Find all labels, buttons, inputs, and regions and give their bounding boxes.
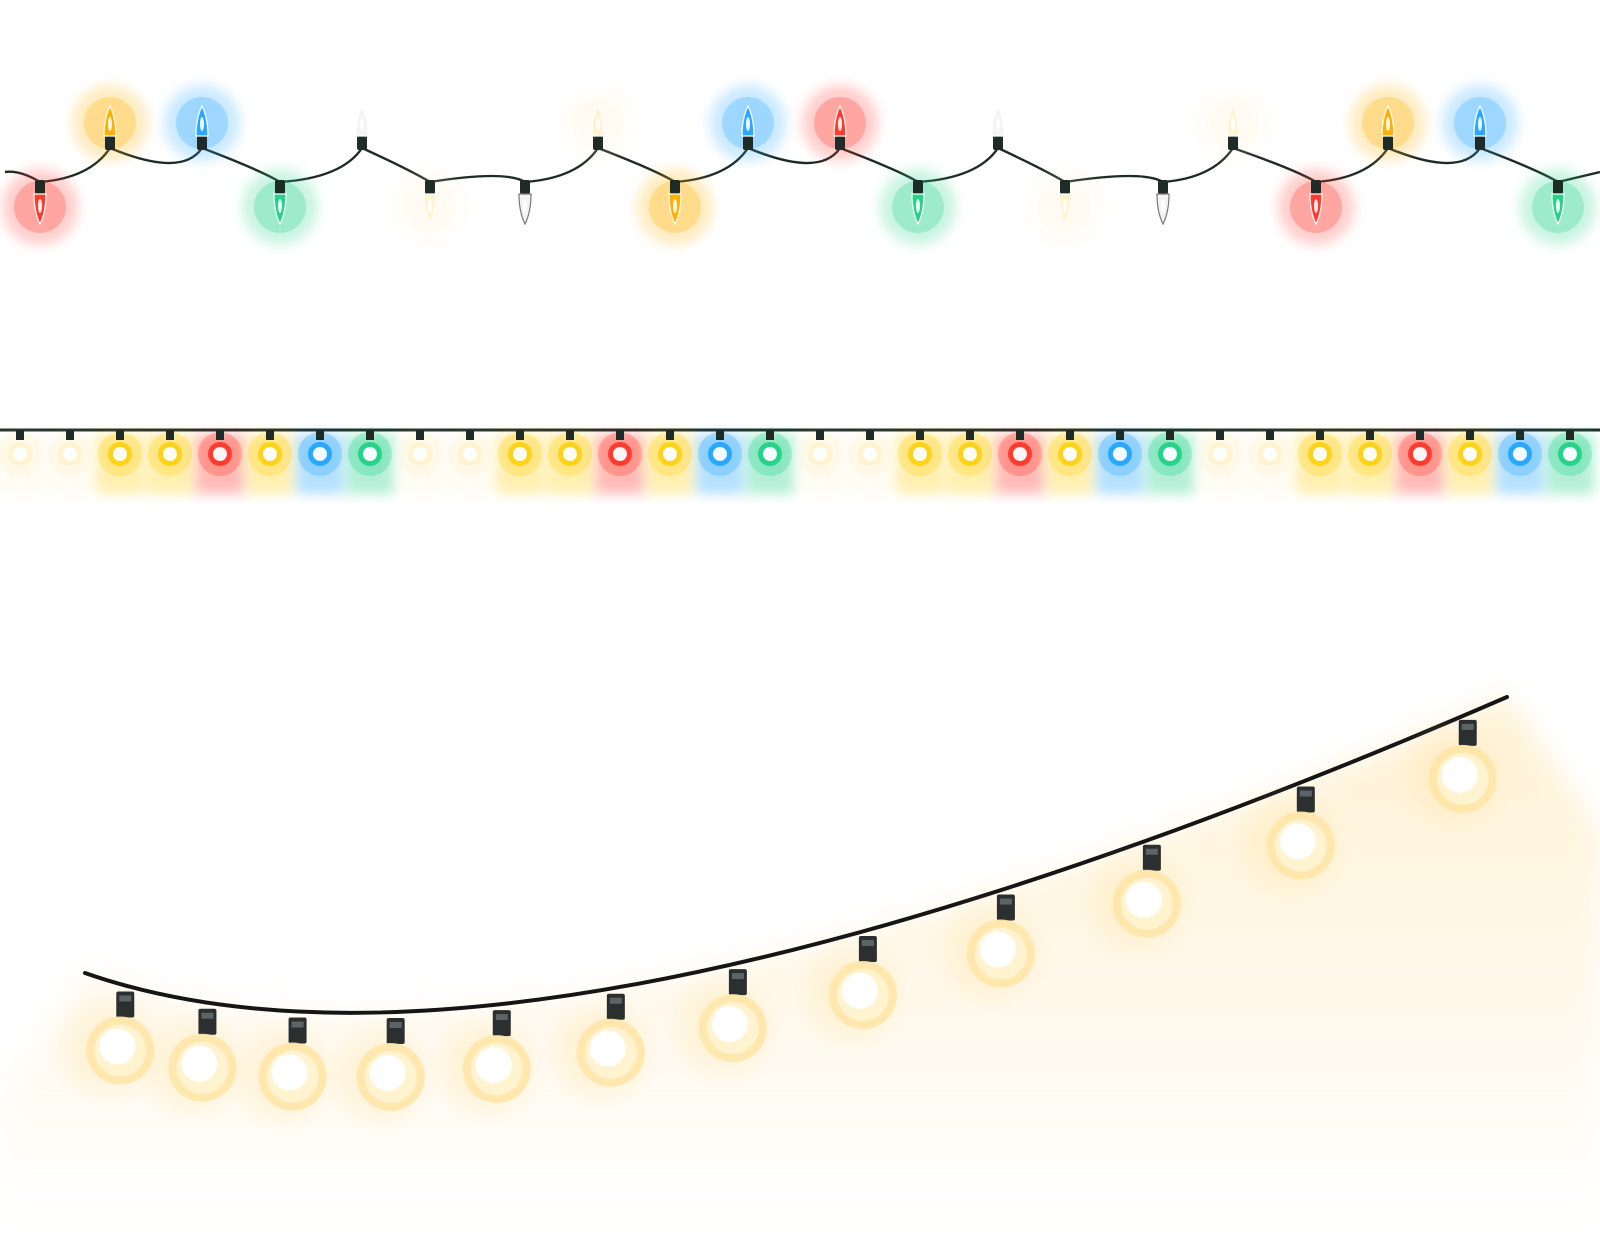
led-bulb: [1146, 430, 1194, 494]
globe-bulb: [1230, 785, 1351, 906]
wire: [4, 146, 1600, 184]
led-bulb: [296, 430, 344, 494]
led-bulb: [96, 430, 144, 494]
led-bulb: [696, 430, 744, 494]
led-bulb: [196, 430, 244, 494]
globe-bulb: [930, 893, 1051, 1014]
mini-bulb: [710, 85, 786, 161]
led-bulb: [1096, 430, 1144, 494]
led-bulb: [546, 430, 594, 494]
mini-bulb: [1027, 169, 1103, 245]
globe-bulb: [792, 934, 913, 1055]
globe-bulb: [1076, 843, 1197, 964]
mini-bulb: [560, 85, 636, 161]
led-bulb: [1296, 430, 1344, 494]
mini-bulb: [2, 169, 78, 245]
mini-bulb: [1350, 85, 1426, 161]
globe-bulb: [1392, 718, 1513, 839]
mini-bulb: [164, 85, 240, 161]
led-bulb: [596, 430, 644, 494]
led-bulb: [1546, 430, 1594, 494]
led-bulb: [46, 430, 94, 494]
led-bulb: [1046, 430, 1094, 494]
led-bulb: [896, 430, 944, 494]
globe-bulb: [426, 1009, 547, 1130]
led-bulb: [646, 430, 694, 494]
mini-bulb: [880, 169, 956, 245]
led-bulb: [746, 430, 794, 494]
led-bulb: [1346, 430, 1394, 494]
led-bulb: [396, 430, 444, 494]
mini-bulb: [242, 169, 318, 245]
led-strip: [0, 428, 1600, 494]
led-bulb: [1446, 430, 1494, 494]
mini-bulb: [72, 85, 148, 161]
led-bulb: [846, 430, 894, 494]
mini-bulb: [1156, 180, 1170, 226]
mini-bulb: [1442, 85, 1518, 161]
led-bulb: [1246, 430, 1294, 494]
globe-bulb: [222, 1016, 343, 1137]
globe-bulb: [132, 1007, 253, 1128]
globe-bulb: [662, 968, 783, 1089]
led-bulb: [946, 430, 994, 494]
led-bulb: [1396, 430, 1444, 494]
led-bulb: [146, 430, 194, 494]
led-bulb: [996, 430, 1044, 494]
globe-bulb: [540, 992, 661, 1113]
led-bulb: [496, 430, 544, 494]
led-bulb: [1196, 430, 1244, 494]
mini-bulb: [1278, 169, 1354, 245]
led-bulb: [246, 430, 294, 494]
mini-bulb: [355, 104, 369, 150]
mini-bulb: [637, 169, 713, 245]
led-bulb: [796, 430, 844, 494]
led-bulb: [446, 430, 494, 494]
mini-bulb: [802, 85, 878, 161]
mini-bulb: [1520, 169, 1596, 245]
mini-bulb: [1195, 85, 1271, 161]
mini-bulb: [991, 104, 1005, 150]
globe-bulb-string: [0, 695, 1600, 1237]
led-bulb: [0, 430, 44, 494]
mini-bulb: [392, 169, 468, 245]
led-bulb: [1496, 430, 1544, 494]
wire: [83, 695, 1509, 1015]
mini-bulb-string: [2, 85, 1600, 245]
mini-bulb: [518, 180, 532, 226]
led-bulb: [346, 430, 394, 494]
globe-bulb: [320, 1017, 441, 1137]
